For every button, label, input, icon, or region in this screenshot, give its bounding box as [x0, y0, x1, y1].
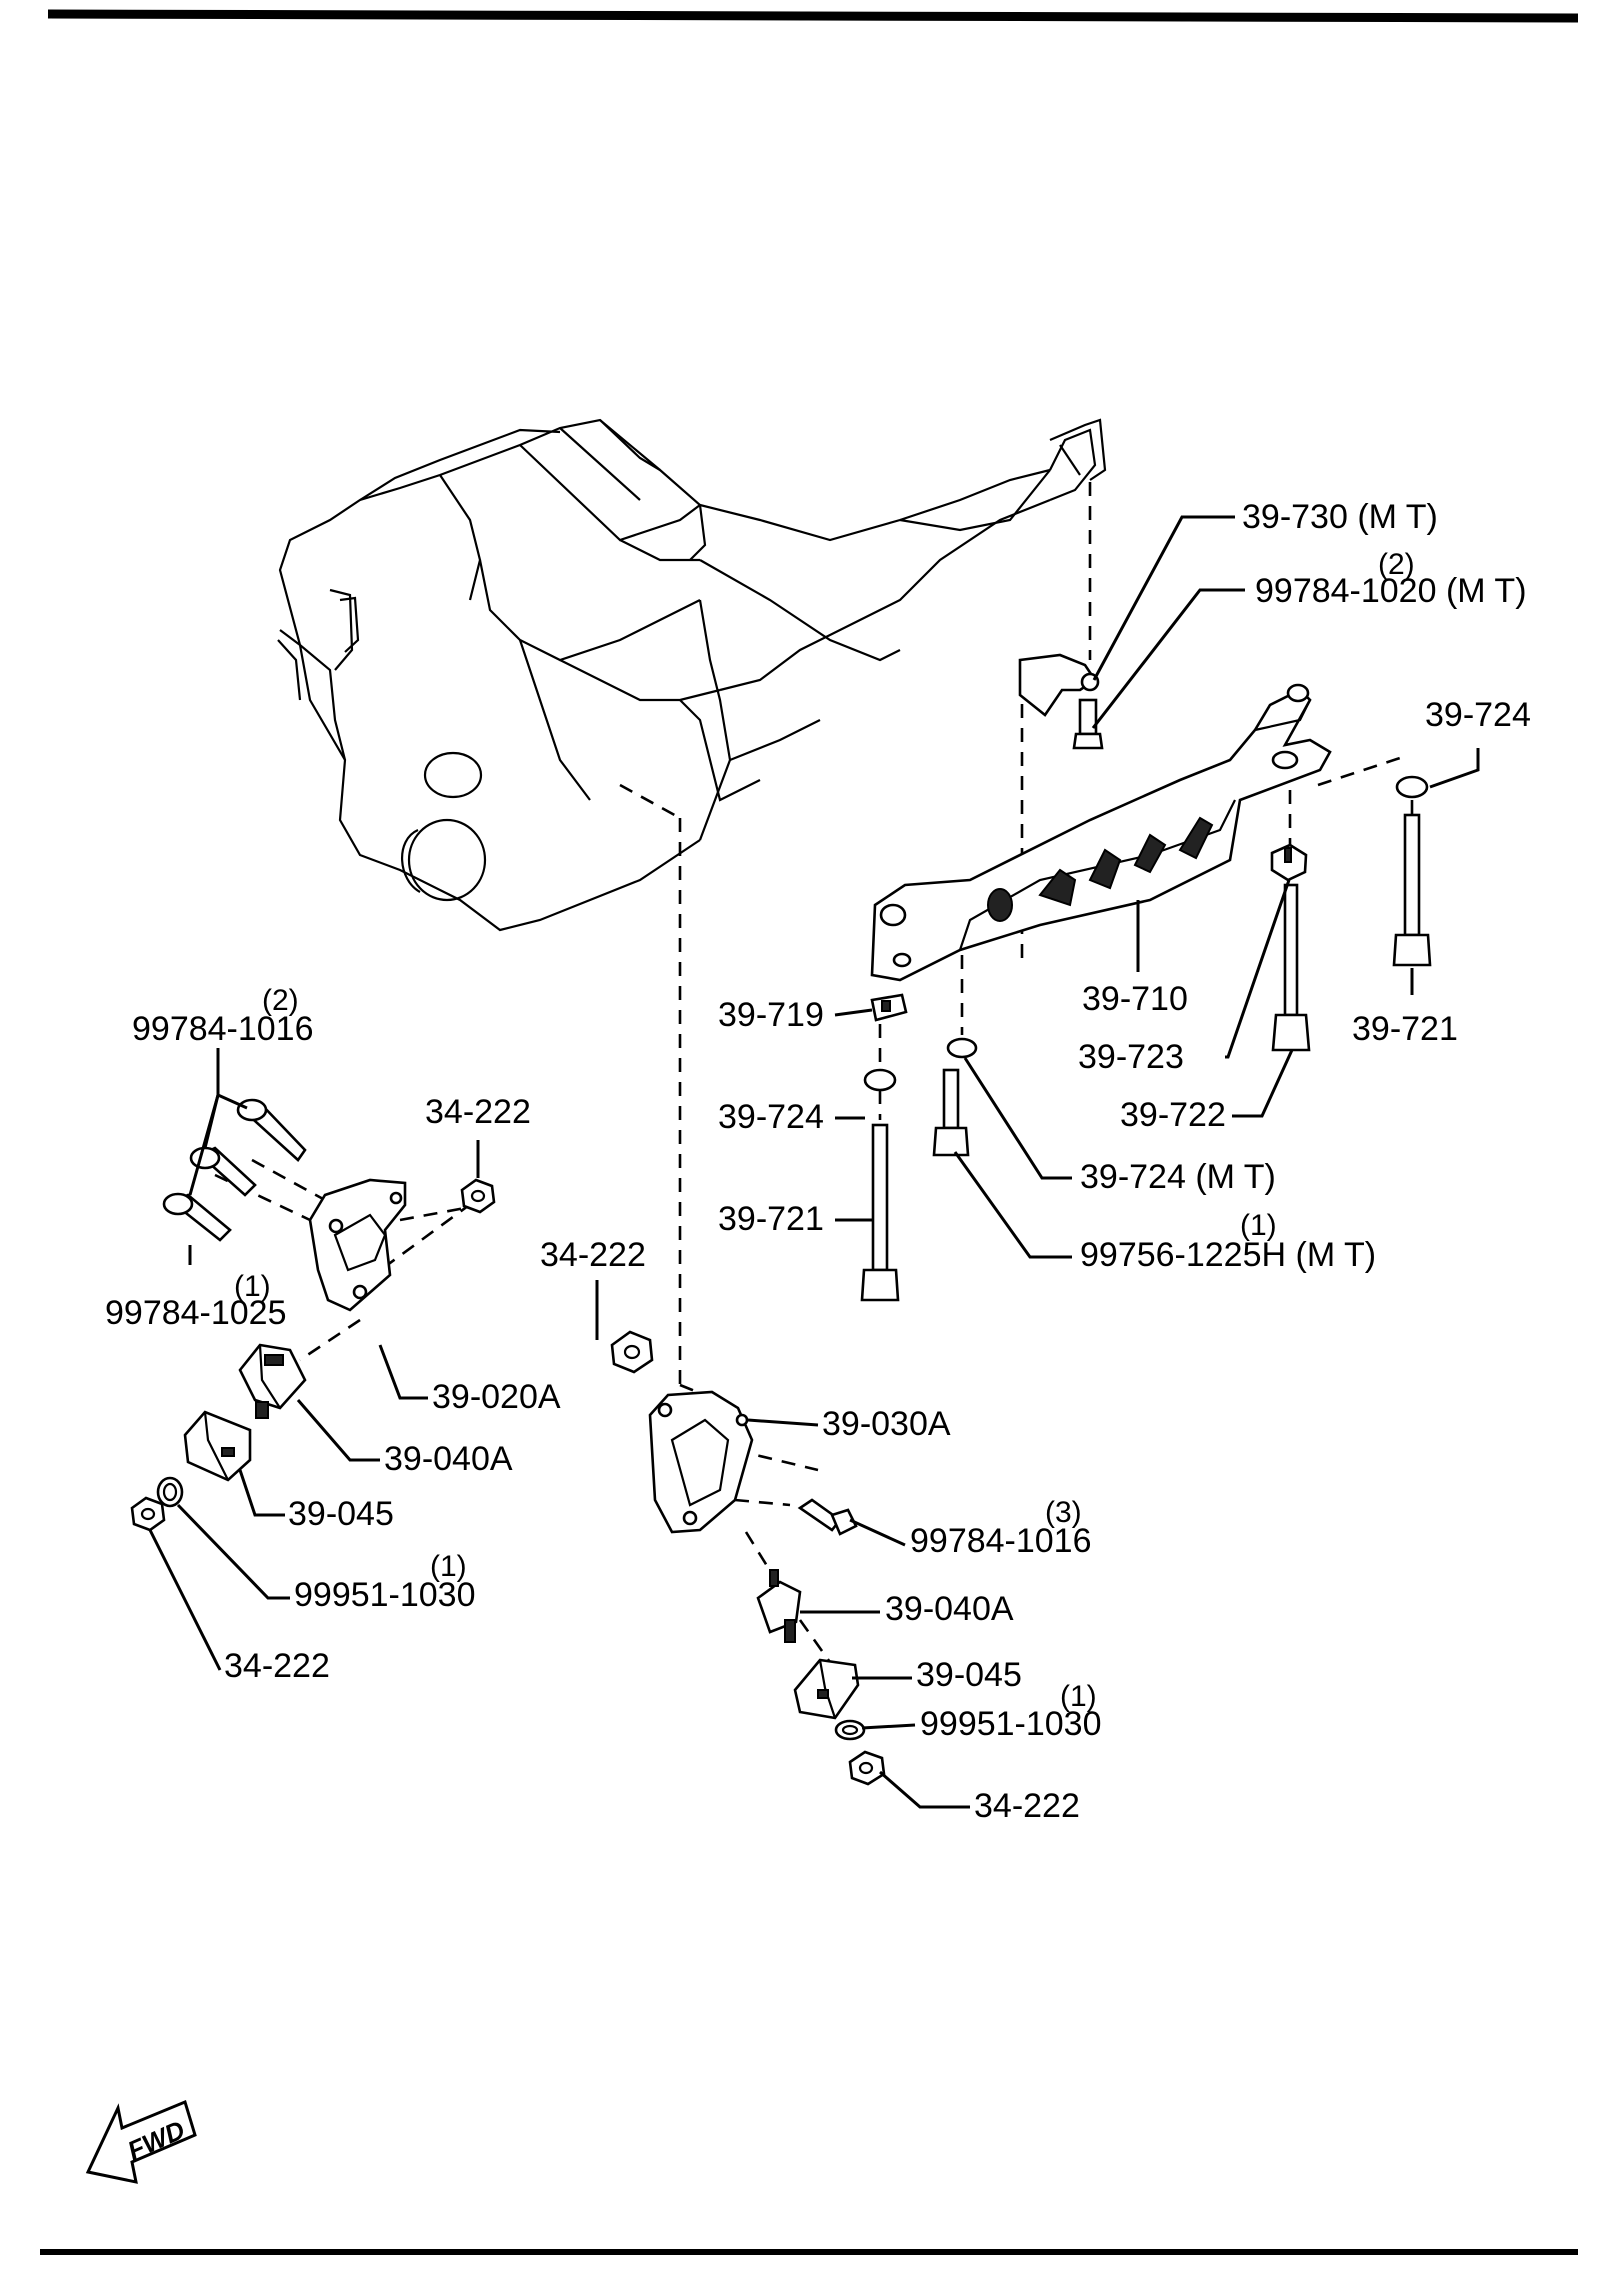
bolt-99784-1020 [1072, 698, 1104, 750]
callout-39-045-center: 39-045 [916, 1656, 1022, 1694]
callout-39-724-left: 39-724 [718, 1098, 824, 1136]
callout-99951-1030-left: 99951-1030 [294, 1576, 476, 1614]
callout-34-222-upper-left: 34-222 [425, 1093, 531, 1131]
stopper-39-045-left [183, 1410, 252, 1482]
callout-39-721-right: 39-721 [1352, 1010, 1458, 1048]
callout-39-710: 39-710 [1082, 980, 1188, 1018]
stud-39-722 [1271, 883, 1311, 1052]
callout-34-222-lower-left: 34-222 [224, 1647, 330, 1685]
callout-39-722: 39-722 [1120, 1096, 1226, 1134]
mount-39-040a-left [238, 1343, 307, 1419]
bolt-99784-1016-left-upper [236, 1098, 307, 1162]
callout-99784-1016-center: 99784-1016 [910, 1522, 1092, 1560]
callout-99784-1016-left: 99784-1016 [132, 1010, 314, 1048]
callout-39-730-mt: 39-730 (M T) [1242, 498, 1438, 536]
bolt-39-721-left [860, 1123, 900, 1302]
quantity-99756-1225h: (1) [1240, 1209, 1277, 1242]
callout-34-222-center-upper: 34-222 [540, 1236, 646, 1274]
quantity-99784-1025: (1) [234, 1270, 271, 1303]
washer-99951-1030-left [156, 1476, 184, 1508]
mount-39-040a-center [756, 1569, 802, 1643]
callout-39-045-left: 39-045 [288, 1495, 394, 1533]
callout-34-222-center-lower: 34-222 [974, 1787, 1080, 1825]
bolt-39-721-right [1392, 813, 1432, 967]
transmission-crossmember [870, 683, 1332, 982]
top-border-rule [47, 9, 1579, 23]
bracket-39-730 [1018, 653, 1100, 717]
callout-39-721-left: 39-721 [718, 1200, 824, 1238]
nut-34-222-center-lower [848, 1750, 886, 1786]
callout-99756-1225h-mt: 99756-1225H (M T) [1080, 1236, 1376, 1274]
leader-lines [148, 515, 1480, 1809]
forward-direction-arrow: FWD [85, 2099, 197, 2184]
washer-39-724-left [863, 1068, 897, 1092]
nut-34-222-center-upper [610, 1330, 654, 1374]
engine-transmission-illustration [277, 418, 1107, 932]
callout-39-040a-center: 39-040A [885, 1590, 1014, 1628]
stopper-39-045-center [793, 1658, 860, 1720]
quantity-99784-1016-center: (3) [1045, 1496, 1082, 1529]
quantity-99951-1030-center: (1) [1060, 1680, 1097, 1713]
quantity-99951-1030-left: (1) [430, 1550, 467, 1583]
washer-39-724-mt [946, 1037, 978, 1059]
callout-39-724-right: 39-724 [1425, 696, 1531, 734]
assembly-guide-lines [214, 482, 1414, 1666]
callout-99951-1030-center: 99951-1030 [920, 1705, 1102, 1743]
callout-39-724-mt: 39-724 (M T) [1080, 1158, 1276, 1196]
bracket-39-719 [870, 993, 908, 1022]
bolt-99784-1016-center [797, 1498, 858, 1536]
bolt-99784-1025 [162, 1192, 232, 1242]
callout-39-723: 39-723 [1078, 1038, 1184, 1076]
callout-39-719: 39-719 [718, 996, 824, 1034]
bracket-39-020a [308, 1178, 407, 1312]
bracket-39-030a [648, 1390, 754, 1534]
bolt-99756-1225h [932, 1068, 970, 1157]
callout-99784-1025: 99784-1025 [105, 1294, 287, 1332]
quantity-99784-1016-left: (2) [262, 984, 299, 1017]
washer-99951-1030-center [834, 1719, 866, 1741]
nut-39-723 [1270, 843, 1308, 882]
quantity-99784-1020: (2) [1378, 548, 1415, 581]
washer-39-724-right [1395, 775, 1429, 799]
nut-34-222-lower-left [130, 1496, 166, 1532]
nut-34-222-upper-left [460, 1178, 496, 1214]
callout-39-030a: 39-030A [822, 1405, 951, 1443]
callout-39-040a-left: 39-040A [384, 1440, 513, 1478]
callout-39-020a: 39-020A [432, 1378, 561, 1416]
callout-99784-1020-mt: 99784-1020 (M T) [1255, 572, 1527, 610]
